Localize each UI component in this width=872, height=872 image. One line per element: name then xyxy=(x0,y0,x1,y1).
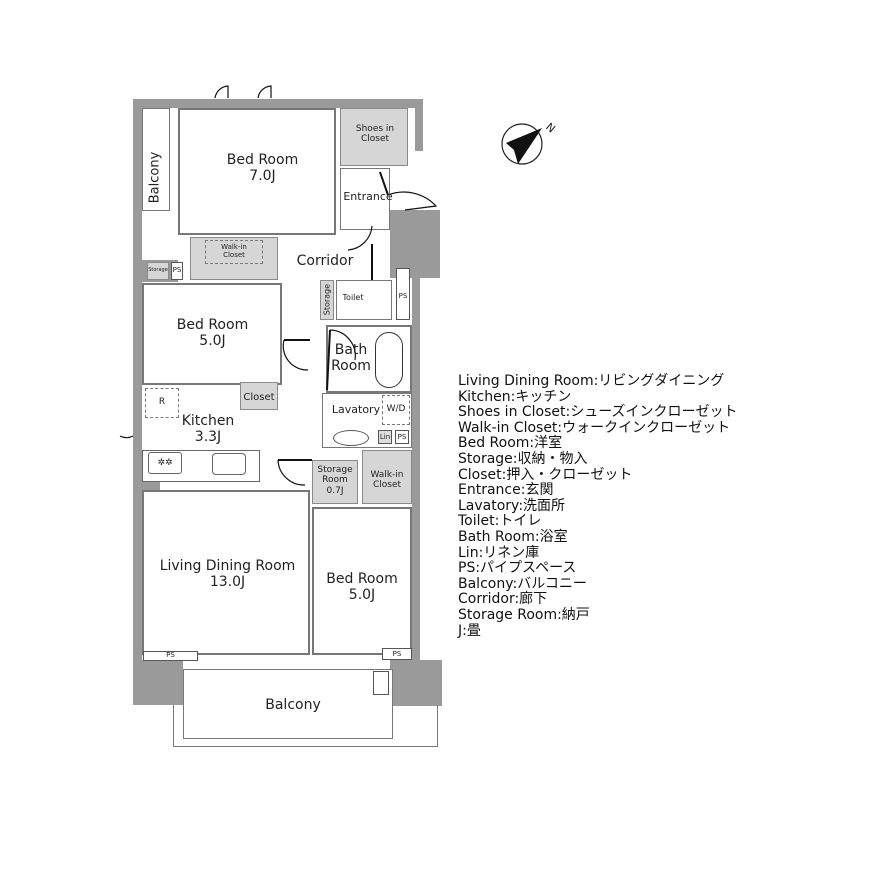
bottom-right-pillar xyxy=(390,660,442,706)
shoes-in-closet xyxy=(340,108,408,166)
stove-icon: ✲✲ xyxy=(148,452,182,474)
ps-box-bottom-right xyxy=(382,648,412,660)
outer-wall-left xyxy=(133,99,142,703)
ps-left-label: PS xyxy=(172,266,182,274)
walk-in-top-label: Walk-in Closet xyxy=(221,243,247,260)
legend-item: Walk-in Closet:ウォークインクローゼット xyxy=(458,419,731,436)
balcony-bottom xyxy=(183,669,393,739)
legend-item: Balcony:バルコニー xyxy=(458,575,587,592)
storage-small-label: Storage xyxy=(148,267,168,273)
storage-room-label: Storage Room 0.7J xyxy=(317,465,353,496)
bedroom-mid xyxy=(142,283,282,385)
legend-item: Shoes in Closet:シューズインクローゼット xyxy=(458,404,738,421)
storage-small xyxy=(147,262,169,280)
toilet xyxy=(336,280,392,320)
legend-item: Corridor:廊下 xyxy=(458,591,548,608)
legend-item: J:畳 xyxy=(458,622,481,639)
bath-room-label: Bath Room xyxy=(331,342,371,375)
corridor-label: Corridor xyxy=(296,253,354,269)
ps-bottom-right-label: PS xyxy=(392,650,402,658)
toilet-label: Toilet xyxy=(342,293,364,302)
wd-label: W/D xyxy=(386,404,406,414)
legend-item: PS:パイプスペース xyxy=(458,560,577,577)
ps-box-bottom-left xyxy=(143,651,198,661)
bedroom-mid-label: Bed Room 5.0J xyxy=(176,317,249,350)
lin-label: Lin xyxy=(379,433,391,441)
balcony-railing xyxy=(173,705,438,747)
bedroom-bottom-label: Bed Room 5.0J xyxy=(326,571,398,604)
lin-box xyxy=(378,430,392,444)
ps-bottom-left-label: PS xyxy=(166,651,175,659)
legend-item: Lavatory:洗面所 xyxy=(458,497,566,514)
legend-item: Closet:押入・クローゼット xyxy=(458,466,633,483)
shoes-closet-label: Shoes in Closet xyxy=(355,124,395,145)
outer-wall-top xyxy=(133,99,423,108)
walk-in-closet-top-outline xyxy=(205,240,263,264)
bathtub xyxy=(375,332,403,388)
legend-item: Entrance:玄関 xyxy=(458,482,554,499)
fridge-label: R xyxy=(158,397,166,407)
legend-item: Living Dining Room:リビングダイニング xyxy=(458,373,725,389)
legend-item: Bath Room:浴室 xyxy=(458,528,568,545)
outdoor-unit xyxy=(373,671,389,695)
legend-item: Storage:収納・物入 xyxy=(458,450,588,467)
closet-label: Closet xyxy=(243,392,275,403)
entrance-pillar xyxy=(390,210,440,278)
legend-item: Bed Room:洋室 xyxy=(458,435,563,452)
walk-in-bottom-label: Walk-in Closet xyxy=(370,470,404,491)
lavatory-label: Lavatory xyxy=(331,403,381,416)
storage-vertical xyxy=(320,280,334,320)
sink-icon xyxy=(212,453,246,475)
living-label: Living Dining Room 13.0J xyxy=(159,558,296,591)
ps-box-left xyxy=(171,262,183,280)
washbasin xyxy=(333,430,369,446)
entrance-label: Entrance xyxy=(343,190,393,203)
living-dining xyxy=(142,490,310,655)
kitchen-counter xyxy=(142,450,260,482)
fridge-space xyxy=(145,388,179,418)
legend-item: Lin:リネン庫 xyxy=(458,544,540,561)
closet-mid xyxy=(240,382,278,410)
bedroom-top xyxy=(178,108,336,235)
storage-room xyxy=(312,460,358,504)
balcony-side xyxy=(142,108,170,211)
bedroom-bottom xyxy=(312,507,412,655)
outer-wall-right xyxy=(412,270,420,660)
legend: Living Dining Room:リビングダイニング Kitchen:キッチ… xyxy=(458,373,738,639)
bottom-left-pillar xyxy=(133,660,183,705)
ps-toilet-label: PS xyxy=(398,292,408,300)
ps-box-lavatory xyxy=(395,430,409,444)
legend-item: Kitchen:キッチン xyxy=(458,388,572,405)
walk-in-closet-bottom xyxy=(362,450,412,504)
legend-item: Storage Room:納戸 xyxy=(458,606,590,623)
svg-text:N: N xyxy=(543,120,558,135)
walk-in-closet-top xyxy=(190,237,278,280)
balcony-bottom-label: Balcony xyxy=(265,697,321,713)
kitchen-label: Kitchen 3.3J xyxy=(181,413,235,446)
bedroom-top-label: Bed Room 7.0J xyxy=(226,152,299,185)
washer-dryer-outline xyxy=(382,395,410,425)
legend-item: Toilet:トイレ xyxy=(458,513,542,530)
ps-lavatory-label: PS xyxy=(397,433,407,441)
outer-wall-right-top xyxy=(415,99,423,151)
ps-box-toilet xyxy=(396,268,410,320)
